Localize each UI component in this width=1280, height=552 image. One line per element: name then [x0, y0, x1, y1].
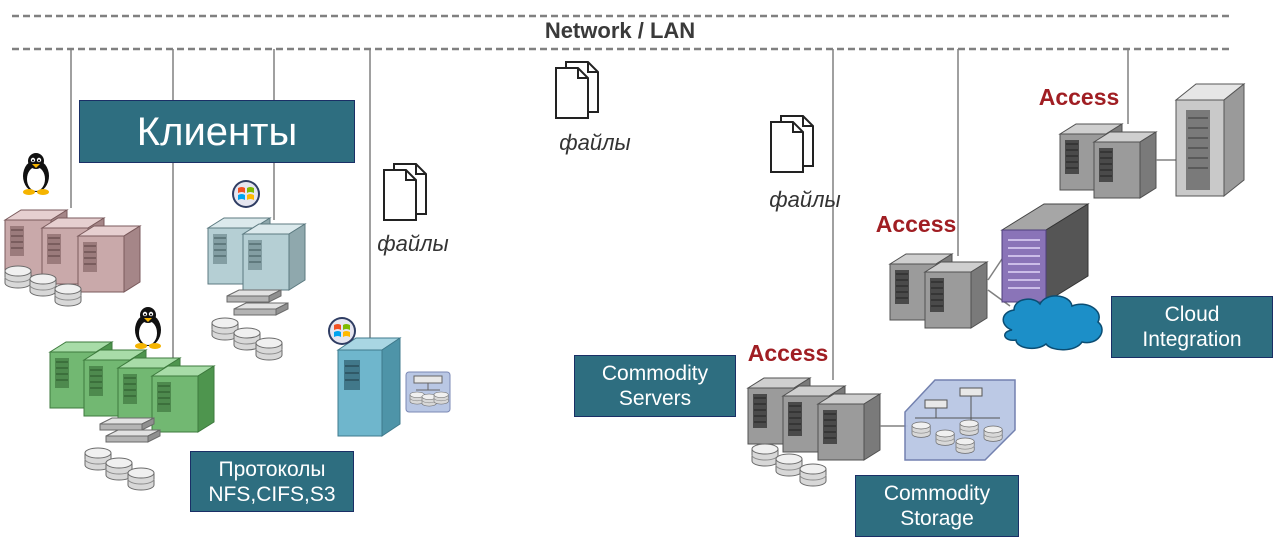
document-stack-icon — [383, 163, 427, 221]
access-label: Access — [747, 340, 829, 366]
document-stack-icon — [555, 61, 599, 119]
windows-tower-server — [336, 337, 402, 437]
clients-box: Клиенты — [79, 100, 355, 163]
commodity-servers-box: Commodity Servers — [574, 355, 736, 417]
files-label: файлы — [377, 231, 449, 256]
windows-logo-icon — [328, 317, 356, 345]
storage-array-icon — [904, 379, 1016, 461]
network-title: Network / LAN — [544, 18, 696, 43]
commodity-storage-box: Commodity Storage — [855, 475, 1019, 537]
access-label: Access — [875, 211, 957, 237]
windows-logo-icon — [232, 180, 260, 208]
cloud-icon — [1002, 295, 1103, 351]
protocols-box: Протоколы NFS,CIFS,S3 — [190, 451, 354, 512]
windows-server-cluster — [207, 217, 306, 291]
switch-icon — [226, 289, 289, 316]
disk-icon — [84, 447, 155, 491]
switch-icon — [99, 417, 161, 443]
silver-tower-server — [1174, 82, 1246, 198]
cloud-integration-box: Cloud Integration — [1111, 296, 1273, 358]
linux-penguin-icon — [23, 153, 49, 195]
linux-penguin-icon — [135, 307, 161, 349]
files-label: файлы — [769, 187, 841, 212]
disk-icon — [211, 317, 283, 361]
purple-storage-server — [1000, 203, 1090, 303]
document-stack-icon — [770, 115, 814, 173]
files-label: файлы — [559, 130, 631, 155]
access-server-cluster — [889, 253, 988, 329]
storage-array-icon — [406, 372, 450, 412]
access-label: Access — [1038, 84, 1120, 110]
access-server-cluster — [1059, 123, 1157, 199]
